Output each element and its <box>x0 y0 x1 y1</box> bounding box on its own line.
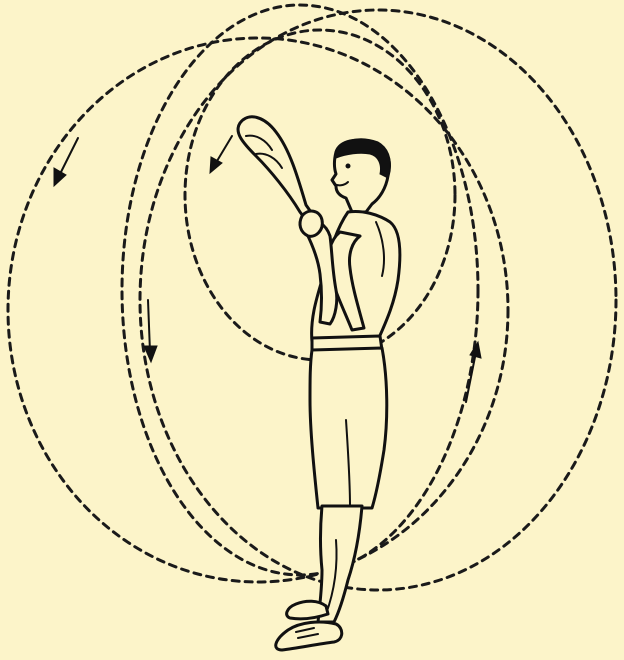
arrow-icon <box>210 136 232 173</box>
arrow-icon <box>144 300 157 362</box>
shorts <box>310 348 387 508</box>
left-shoe <box>287 601 328 619</box>
arrow-icon <box>466 342 481 402</box>
